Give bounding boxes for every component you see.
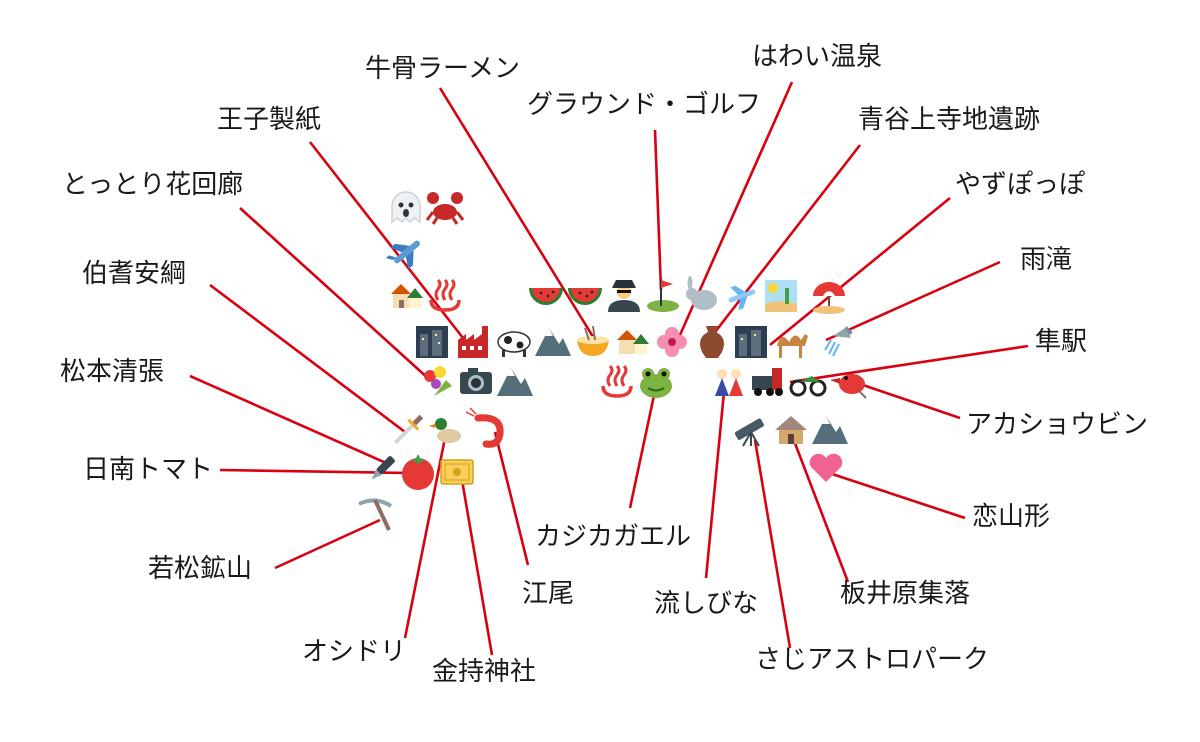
label-saji-astropark: さじアストロパーク xyxy=(755,645,989,675)
icons-right-cluster xyxy=(529,276,867,482)
heart-icon xyxy=(809,453,843,482)
label-ground-golf: グラウンド・ゴルフ xyxy=(527,90,761,120)
houses-icon xyxy=(391,284,423,308)
label-tottori-hanakairo: とっとり花回廊 xyxy=(62,170,243,200)
telescope-icon xyxy=(734,418,764,447)
amphora-icon xyxy=(700,326,724,358)
label-kanemochi-jinja: 金持神社 xyxy=(432,657,536,687)
hibiscus-icon xyxy=(657,327,687,357)
label-akashoubin: アカショウビン xyxy=(966,410,1148,440)
pickaxe-icon xyxy=(358,498,393,531)
camel-icon xyxy=(777,334,808,358)
label-eo: 江尾 xyxy=(522,579,574,609)
label-hawai-onsen: はわい温泉 xyxy=(752,42,882,72)
leader-nagashibina xyxy=(704,391,726,579)
dolls-icon xyxy=(715,369,743,396)
label-itaibara-shuraku: 板井原集落 xyxy=(840,579,970,609)
ghost-icon xyxy=(391,191,421,224)
city-icon xyxy=(416,326,448,358)
leader-matsumoto-seicho xyxy=(189,374,387,465)
shrimp-icon xyxy=(465,407,504,448)
label-matsumoto-seicho: 松本清張 xyxy=(60,357,164,387)
small-airplane-icon xyxy=(728,285,756,311)
ramen-icon xyxy=(577,325,609,356)
frog-icon xyxy=(640,368,672,398)
hot-springs-icon xyxy=(429,278,461,312)
label-hoki-yasutsuna: 伯耆安綱 xyxy=(82,259,186,289)
leader-ground-golf xyxy=(653,129,663,291)
leader-itaibara-shuraku xyxy=(791,437,850,583)
label-oshidori: オシドリ xyxy=(302,637,406,667)
label-gyukotsu-ramen: 牛骨ラーメン xyxy=(365,54,520,84)
motorcycle-icon xyxy=(789,376,827,397)
label-koiyamagata: 恋山形 xyxy=(972,502,1050,532)
label-amedaki: 雨滝 xyxy=(1020,245,1072,275)
mountain-icon xyxy=(812,416,848,444)
leader-kanemochi-jinja xyxy=(460,479,494,656)
red-bird-icon xyxy=(830,374,867,399)
label-nagashibina: 流しびな xyxy=(654,589,758,619)
watermelon-icon xyxy=(529,288,563,305)
camera-icon xyxy=(460,368,492,394)
tomato-icon xyxy=(402,454,434,490)
shower-icon xyxy=(824,326,853,357)
leader-yazupoppo xyxy=(769,196,951,347)
leader-oji-seishi xyxy=(308,141,465,339)
leader-koiyamagata xyxy=(819,468,966,520)
hot-springs-icon xyxy=(601,364,633,398)
leader-lines xyxy=(189,81,1029,656)
rabbit-icon xyxy=(686,276,717,310)
duck-icon xyxy=(429,418,461,443)
label-nichinan-tomato: 日南トマト xyxy=(83,455,213,485)
beach-umbrella-icon xyxy=(813,282,845,314)
leader-gyukotsu-ramen xyxy=(438,87,597,341)
leader-amedaki xyxy=(825,260,1001,342)
leader-hayabusa-eki xyxy=(789,344,1029,384)
leader-hoki-yasutsuna xyxy=(209,283,406,434)
leader-saji-astropark xyxy=(753,439,792,649)
leader-eo xyxy=(493,431,530,566)
label-wakamatsu-kozan: 若松鉱山 xyxy=(148,554,252,584)
desert-icon xyxy=(765,280,797,312)
leader-tottori-hanakairo xyxy=(239,207,431,381)
fountain-pen-icon xyxy=(371,456,395,480)
golf-flag-icon xyxy=(647,280,679,312)
cow-icon xyxy=(497,331,531,357)
leader-oshidori xyxy=(403,437,447,639)
label-oji-seishi: 王子製紙 xyxy=(217,105,321,135)
city-icon xyxy=(735,326,767,358)
hut-icon xyxy=(775,416,807,444)
airplane-icon xyxy=(385,240,420,270)
factory-icon xyxy=(458,326,488,358)
mountain-icon xyxy=(535,328,571,356)
detective-icon xyxy=(608,280,640,312)
place-labels: 牛骨ラーメン はわい温泉 グラウンド・ゴルフ 王子製紙 青谷上寺地遺跡 とっとり… xyxy=(60,42,1148,687)
leader-wakamatsu-kozan xyxy=(274,518,381,570)
label-yazupoppo: やずぽっぽ xyxy=(955,170,1085,200)
icons-left-cluster xyxy=(358,191,609,531)
label-kajika-gaeru: カジカガエル xyxy=(535,522,691,552)
crab-icon xyxy=(425,192,465,225)
leader-aoyakamijichi xyxy=(710,144,862,337)
mountain-icon xyxy=(497,368,533,396)
leader-akashoubin xyxy=(859,382,961,420)
locomotive-icon xyxy=(752,368,783,396)
leader-kajika-gaeru xyxy=(628,385,658,509)
label-hayabusa-eki: 隼駅 xyxy=(1035,327,1087,357)
label-aoyakamijichi: 青谷上寺地遺跡 xyxy=(858,105,1040,135)
watermelon-icon xyxy=(568,288,602,305)
money-icon xyxy=(440,459,474,485)
houses-icon xyxy=(617,330,649,354)
dagger-icon xyxy=(393,414,424,445)
bouquet-icon xyxy=(424,366,452,396)
